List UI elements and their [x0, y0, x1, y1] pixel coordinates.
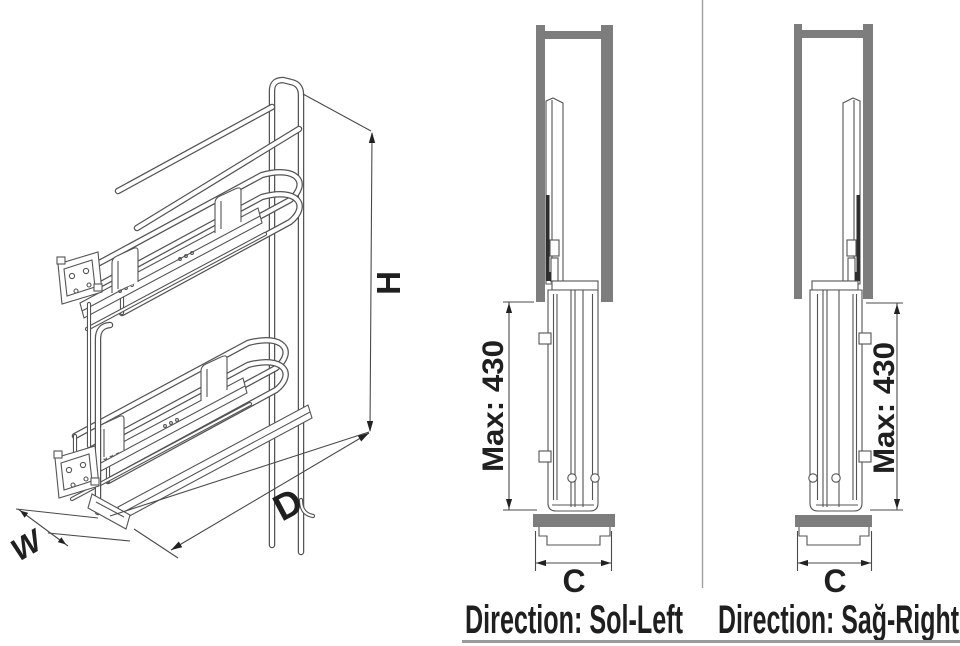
floor-bracket — [538, 527, 611, 546]
cabinet-panel-left — [794, 24, 802, 299]
rail-rods — [114, 103, 303, 232]
slide-rail — [545, 97, 564, 285]
cabinet-panel-right — [601, 25, 613, 302]
isometric-view: H D W — [5, 76, 407, 568]
arrow-down — [366, 421, 374, 432]
mounting-bracket-lower — [53, 445, 131, 530]
direction-label-sag-right: Direction: Sağ-Right — [718, 598, 959, 642]
max-height-label: Max: 430 — [477, 340, 510, 472]
direction-label-sol-left: Direction: Sol-Left — [465, 598, 683, 642]
arrow-upper — [357, 433, 369, 442]
side-view-sol-left: Max: 430 C Direction: Sol-Left — [465, 25, 683, 642]
front-post — [86, 301, 114, 516]
mounting-bracket-upper — [56, 251, 103, 305]
max-height-dimension: Max: 430 — [866, 302, 903, 511]
height-dimension-label: H — [370, 271, 407, 295]
cabinet-top-rail — [802, 30, 863, 38]
side-view-sag-right: Max: 430 C Direction: Sağ-Right — [718, 24, 959, 642]
arrow-upper — [20, 510, 29, 518]
height-dimension: H — [302, 93, 407, 432]
base-width-dimension: C — [796, 531, 873, 599]
arrow-lower — [57, 537, 66, 545]
pullout-body — [798, 280, 872, 546]
lower-basket — [64, 336, 313, 521]
base-plate — [533, 514, 615, 527]
back-frame — [268, 76, 316, 556]
base-width-label: C — [823, 563, 846, 599]
floor-bracket — [798, 527, 870, 546]
base-plate — [795, 515, 872, 527]
cabinet-panels — [794, 24, 873, 527]
max-height-label: Max: 430 — [868, 342, 901, 474]
arrow-lower — [171, 541, 183, 550]
upper-basket — [79, 168, 303, 332]
arrow-up — [368, 132, 376, 143]
base-width-label: C — [562, 563, 585, 599]
slide-rail — [842, 97, 861, 285]
cabinet-panel-right — [863, 24, 873, 299]
pullout-body — [538, 280, 611, 546]
base-width-dimension: C — [534, 531, 613, 599]
cabinet-top-rail — [545, 31, 601, 39]
max-height-dimension: Max: 430 — [477, 301, 537, 511]
cabinet-panels — [533, 25, 615, 527]
cabinet-panel-left — [536, 25, 545, 302]
